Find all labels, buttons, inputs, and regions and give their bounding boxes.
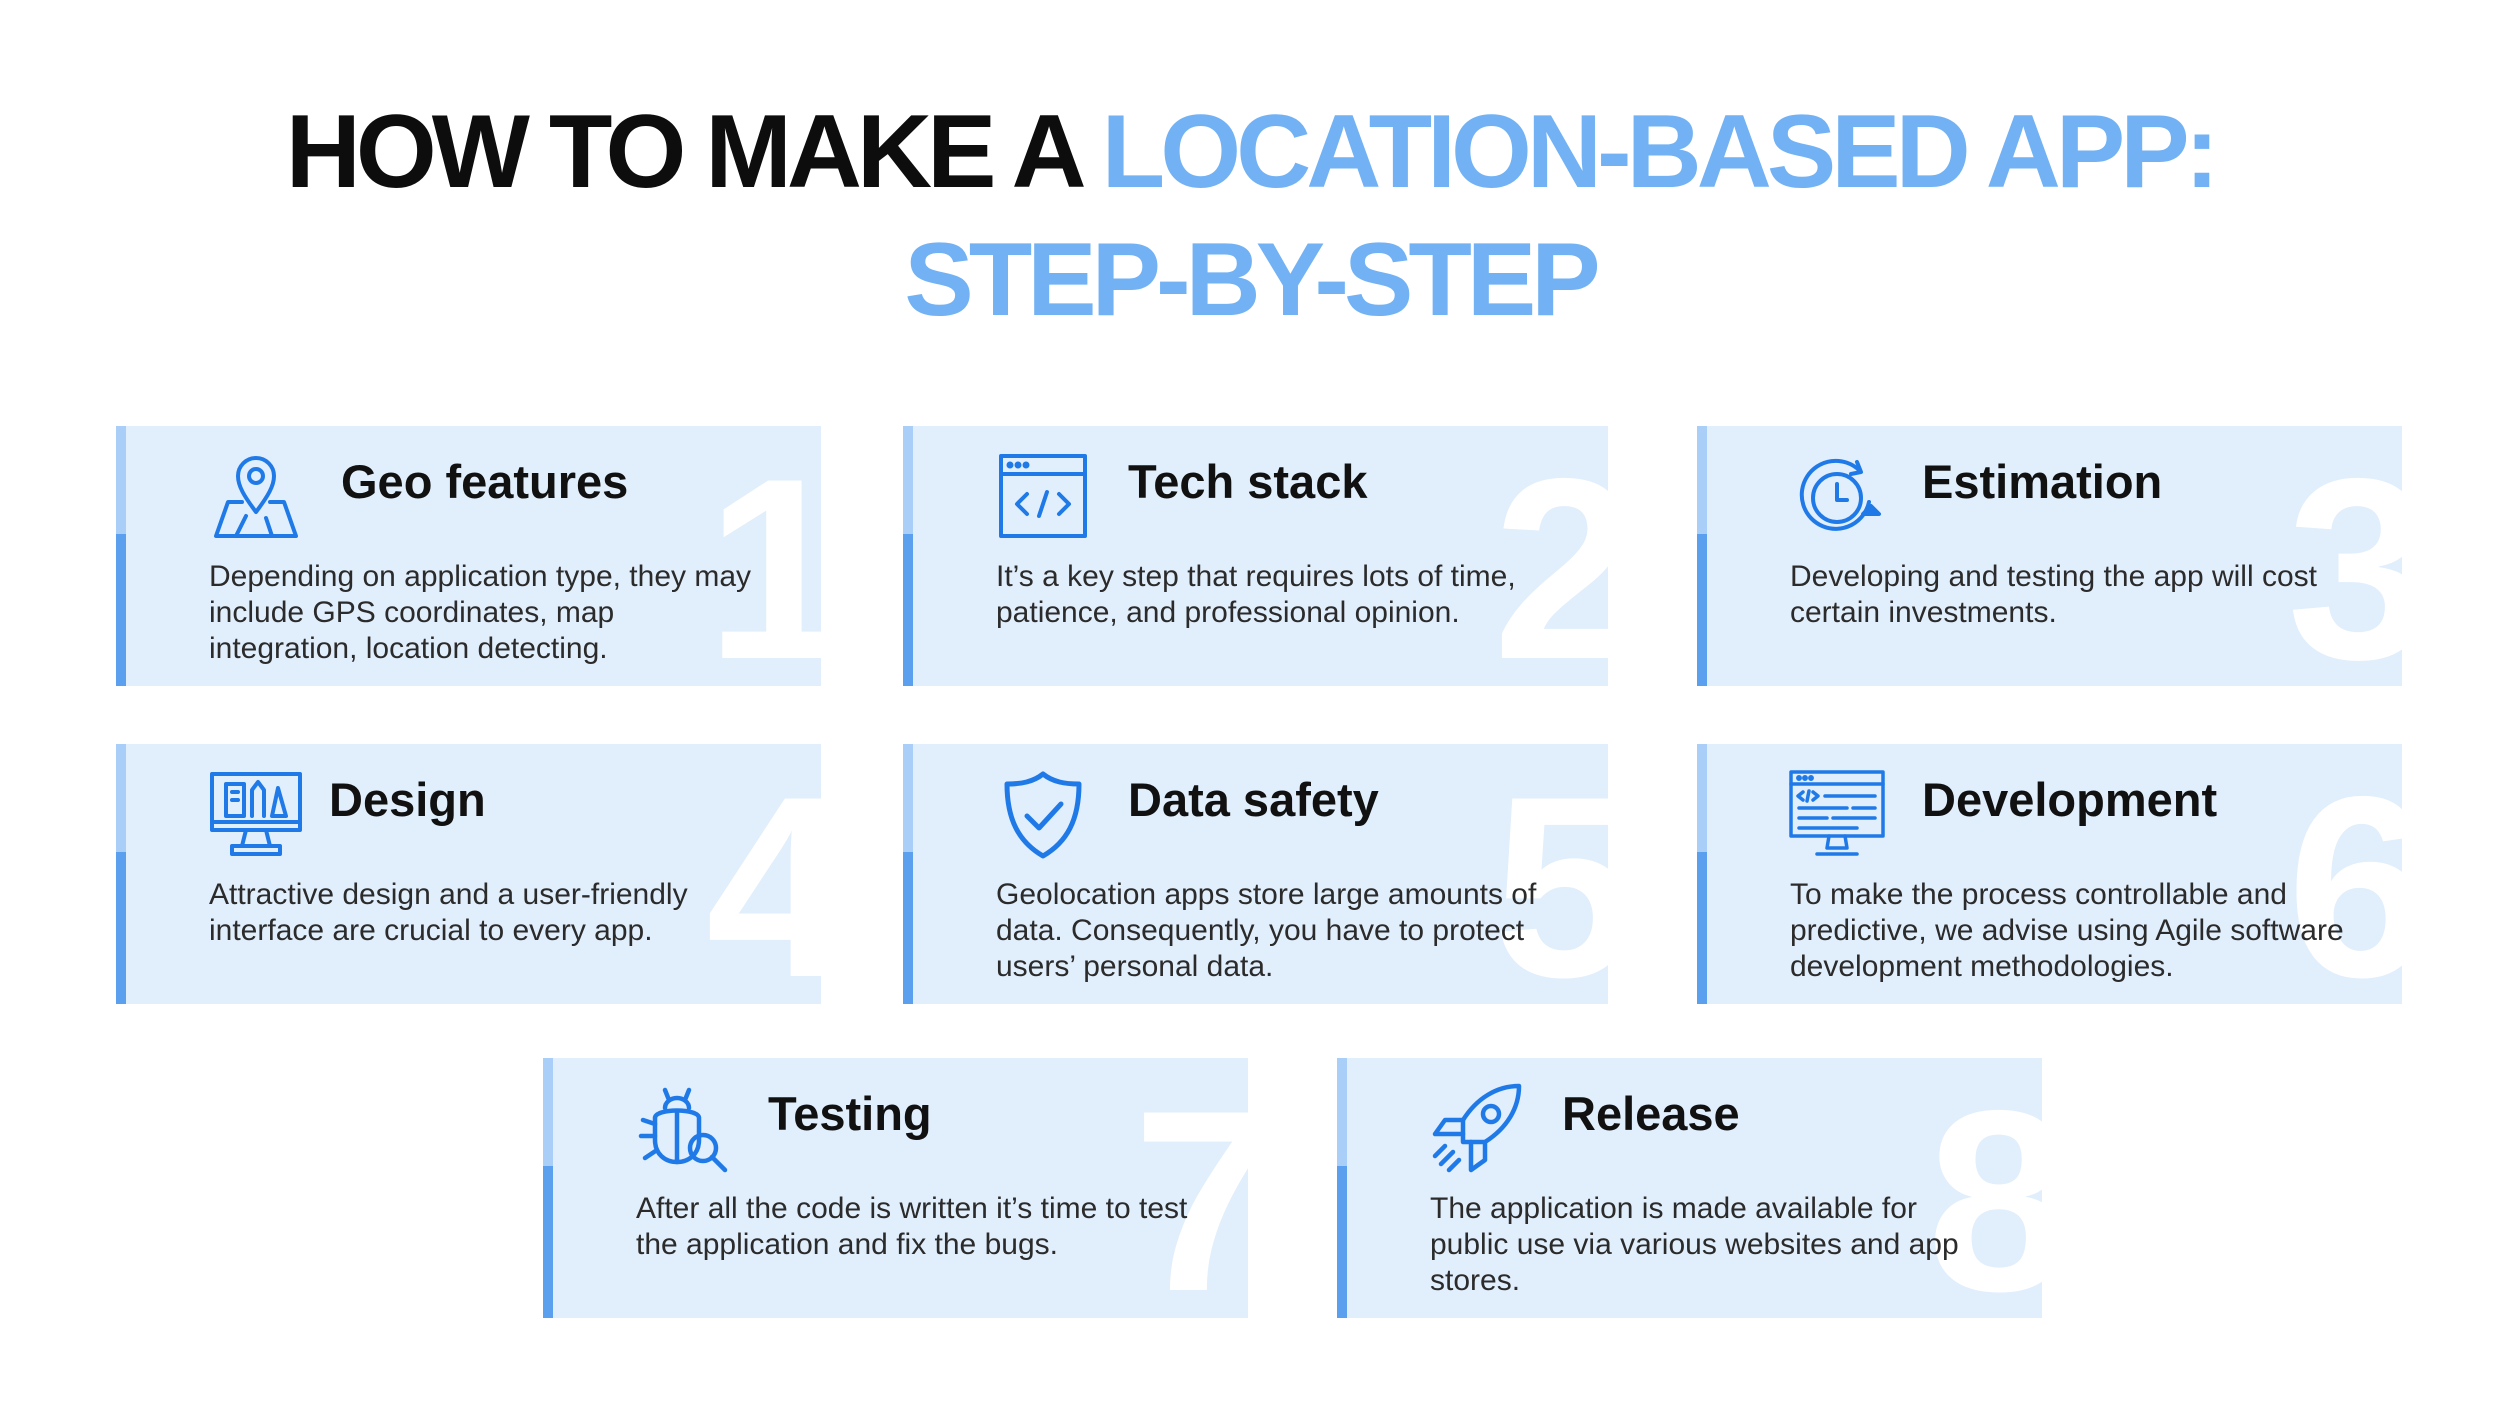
bug-search-icon — [633, 1078, 733, 1178]
step-card-7: 7 Testing After all the code is written … — [543, 1058, 1248, 1318]
step-title: Testing — [768, 1087, 932, 1140]
title-part-accent: LOCATION-BASED APP: — [1101, 94, 2220, 210]
step-card-5: 5 Data safety Geolocation apps store lar… — [903, 744, 1608, 1004]
step-title: Tech stack — [1128, 455, 1368, 508]
title-line-2: STEP-BY-STEP — [904, 222, 1600, 338]
card-accent-bar-light — [903, 426, 913, 534]
step-number: 3 — [2287, 426, 2402, 687]
step-number: 6 — [2287, 744, 2402, 1005]
card-accent-bar-light — [1697, 744, 1707, 852]
card-accent-bar-dark — [903, 534, 913, 686]
card-accent-bar-dark — [543, 1166, 553, 1318]
card-accent-bar-light — [1337, 1058, 1347, 1166]
card-accent-bar-dark — [1697, 852, 1707, 1004]
step-number: 4 — [706, 744, 821, 1005]
step-card-8: 8 Release The application is made availa… — [1337, 1058, 2042, 1318]
step-description: It’s a key step that requires lots of ti… — [996, 560, 1516, 629]
page-title: HOW TO MAKE A LOCATION-BASED APP: STEP-B… — [0, 88, 2500, 344]
clock-refresh-icon — [1787, 446, 1887, 546]
step-title: Geo features — [341, 455, 629, 508]
code-window-icon — [993, 446, 1093, 546]
step-card-3: 3 Estimation Developing and testing the … — [1697, 426, 2402, 686]
step-card-6: 6 Development To make the process contro… — [1697, 744, 2402, 1004]
design-monitor-icon — [206, 764, 306, 864]
card-accent-bar-light — [116, 426, 126, 534]
card-accent-bar-dark — [116, 852, 126, 1004]
step-number: 8 — [1927, 1058, 2042, 1319]
step-description: Geolocation apps store large amounts of … — [996, 878, 1537, 983]
step-number: 1 — [706, 426, 821, 687]
step-number: 2 — [1493, 426, 1608, 687]
title-part-dark: HOW TO MAKE A — [285, 94, 1102, 210]
step-description: To make the process controllable and pre… — [1790, 878, 2344, 983]
step-number: 5 — [1493, 744, 1608, 1005]
card-accent-bar-light — [116, 744, 126, 852]
card-accent-bar-light — [1697, 426, 1707, 534]
card-accent-bar-light — [543, 1058, 553, 1166]
step-number: 7 — [1133, 1058, 1248, 1319]
step-description: Attractive design and a user-friendly in… — [209, 878, 688, 947]
card-accent-bar-dark — [1697, 534, 1707, 686]
card-accent-bar-dark — [903, 852, 913, 1004]
title-line-1: HOW TO MAKE A LOCATION-BASED APP: — [0, 88, 2500, 216]
step-title: Development — [1922, 773, 2218, 826]
rocket-icon — [1427, 1078, 1527, 1178]
step-title: Release — [1562, 1087, 1740, 1140]
step-description: The application is made available for pu… — [1430, 1192, 1959, 1297]
step-card-4: 4 Design Attractive design and a user-fr… — [116, 744, 821, 1004]
shield-check-icon — [993, 764, 1093, 864]
step-card-2: 2 Tech stack It’s a key step that requir… — [903, 426, 1608, 686]
step-card-1: 1 Geo features Depending on application … — [116, 426, 821, 686]
map-pin-icon — [206, 446, 306, 546]
step-description: After all the code is written it’s time … — [636, 1192, 1188, 1261]
step-title: Data safety — [1128, 773, 1379, 826]
step-title: Estimation — [1922, 455, 2163, 508]
code-monitor-icon — [1787, 764, 1887, 864]
step-title: Design — [329, 773, 486, 826]
card-accent-bar-light — [903, 744, 913, 852]
step-description: Developing and testing the app will cost… — [1790, 560, 2317, 629]
card-accent-bar-dark — [116, 534, 126, 686]
card-accent-bar-dark — [1337, 1166, 1347, 1318]
step-description: Depending on application type, they may … — [209, 560, 752, 665]
